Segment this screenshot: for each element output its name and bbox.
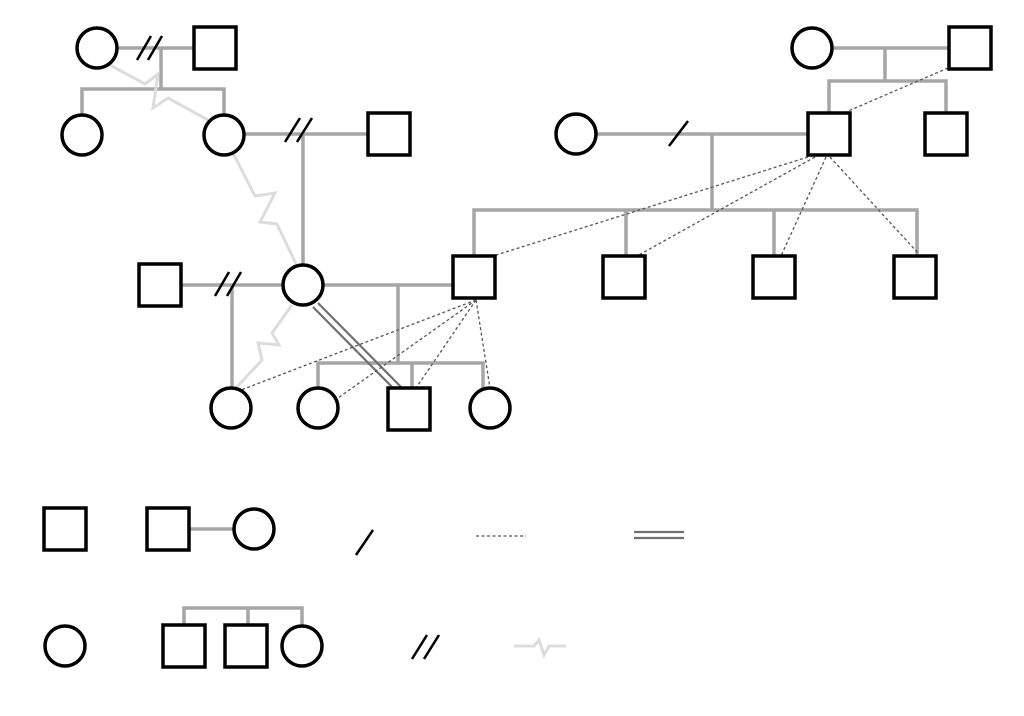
male-person[interactable]	[386, 386, 432, 432]
female-person[interactable]	[468, 386, 512, 430]
male-person[interactable]	[751, 254, 797, 300]
legend	[42, 506, 684, 669]
male-person[interactable]	[806, 111, 852, 157]
people	[60, 25, 993, 432]
female-person[interactable]	[554, 112, 598, 156]
female-person[interactable]	[209, 386, 253, 430]
conflict-lines	[109, 63, 298, 390]
sibling-line	[316, 361, 485, 388]
distant-dotted-line	[475, 299, 491, 389]
conflict-zigzag-line	[109, 63, 209, 122]
close-double-line	[317, 302, 405, 391]
distant-dotted-line	[415, 299, 477, 389]
legend-sibling-male	[223, 623, 269, 669]
legend-sibling-male	[161, 623, 207, 669]
sibling-line	[80, 87, 226, 114]
male-person[interactable]	[892, 254, 938, 300]
relationship-lines	[80, 46, 970, 388]
female-person[interactable]	[60, 113, 104, 157]
legend-separation-slash	[354, 529, 375, 556]
legend-marriage-female	[232, 507, 276, 551]
sibling-line	[472, 208, 919, 256]
legend-female-symbol	[43, 624, 87, 668]
distant-dotted-line	[845, 67, 949, 113]
legend-sibling-line	[182, 606, 304, 626]
distant-dotted-line	[829, 156, 919, 254]
male-person[interactable]	[366, 111, 412, 157]
divorce-double-slash	[135, 35, 164, 61]
distant-dotted-line	[636, 156, 816, 257]
close-relationship	[312, 302, 405, 395]
female-person[interactable]	[202, 113, 246, 157]
male-person[interactable]	[451, 254, 497, 300]
separation-marks	[135, 35, 689, 297]
distant-dotted-line	[492, 156, 809, 257]
conflict-zigzag-line	[231, 152, 298, 265]
divorce-double-slash	[213, 271, 243, 297]
sibling-line	[827, 79, 948, 113]
divorce-double-slash	[283, 117, 314, 143]
male-person[interactable]	[947, 25, 993, 71]
distant-dotted-line	[337, 299, 477, 399]
male-person[interactable]	[137, 262, 183, 308]
legend-marriage-male	[145, 506, 191, 552]
close-double-line	[312, 306, 400, 395]
distant-lines	[240, 67, 949, 399]
female-person[interactable]	[281, 263, 325, 307]
female-person[interactable]	[296, 386, 340, 430]
male-person[interactable]	[923, 111, 969, 157]
legend-divorce-double-slash	[410, 634, 441, 660]
male-person[interactable]	[601, 254, 647, 300]
legend-male-symbol	[42, 506, 88, 552]
conflict-zigzag-line	[234, 304, 294, 390]
male-person[interactable]	[192, 25, 238, 71]
distant-dotted-line	[780, 156, 827, 257]
legend-sibling-female	[280, 624, 324, 668]
legend-close-double-line	[634, 530, 684, 540]
distant-dotted-line	[240, 299, 477, 391]
legend-conflict-zigzag-line	[514, 636, 566, 659]
female-person[interactable]	[790, 26, 834, 70]
separation-slash	[668, 120, 689, 147]
female-person[interactable]	[75, 26, 119, 70]
